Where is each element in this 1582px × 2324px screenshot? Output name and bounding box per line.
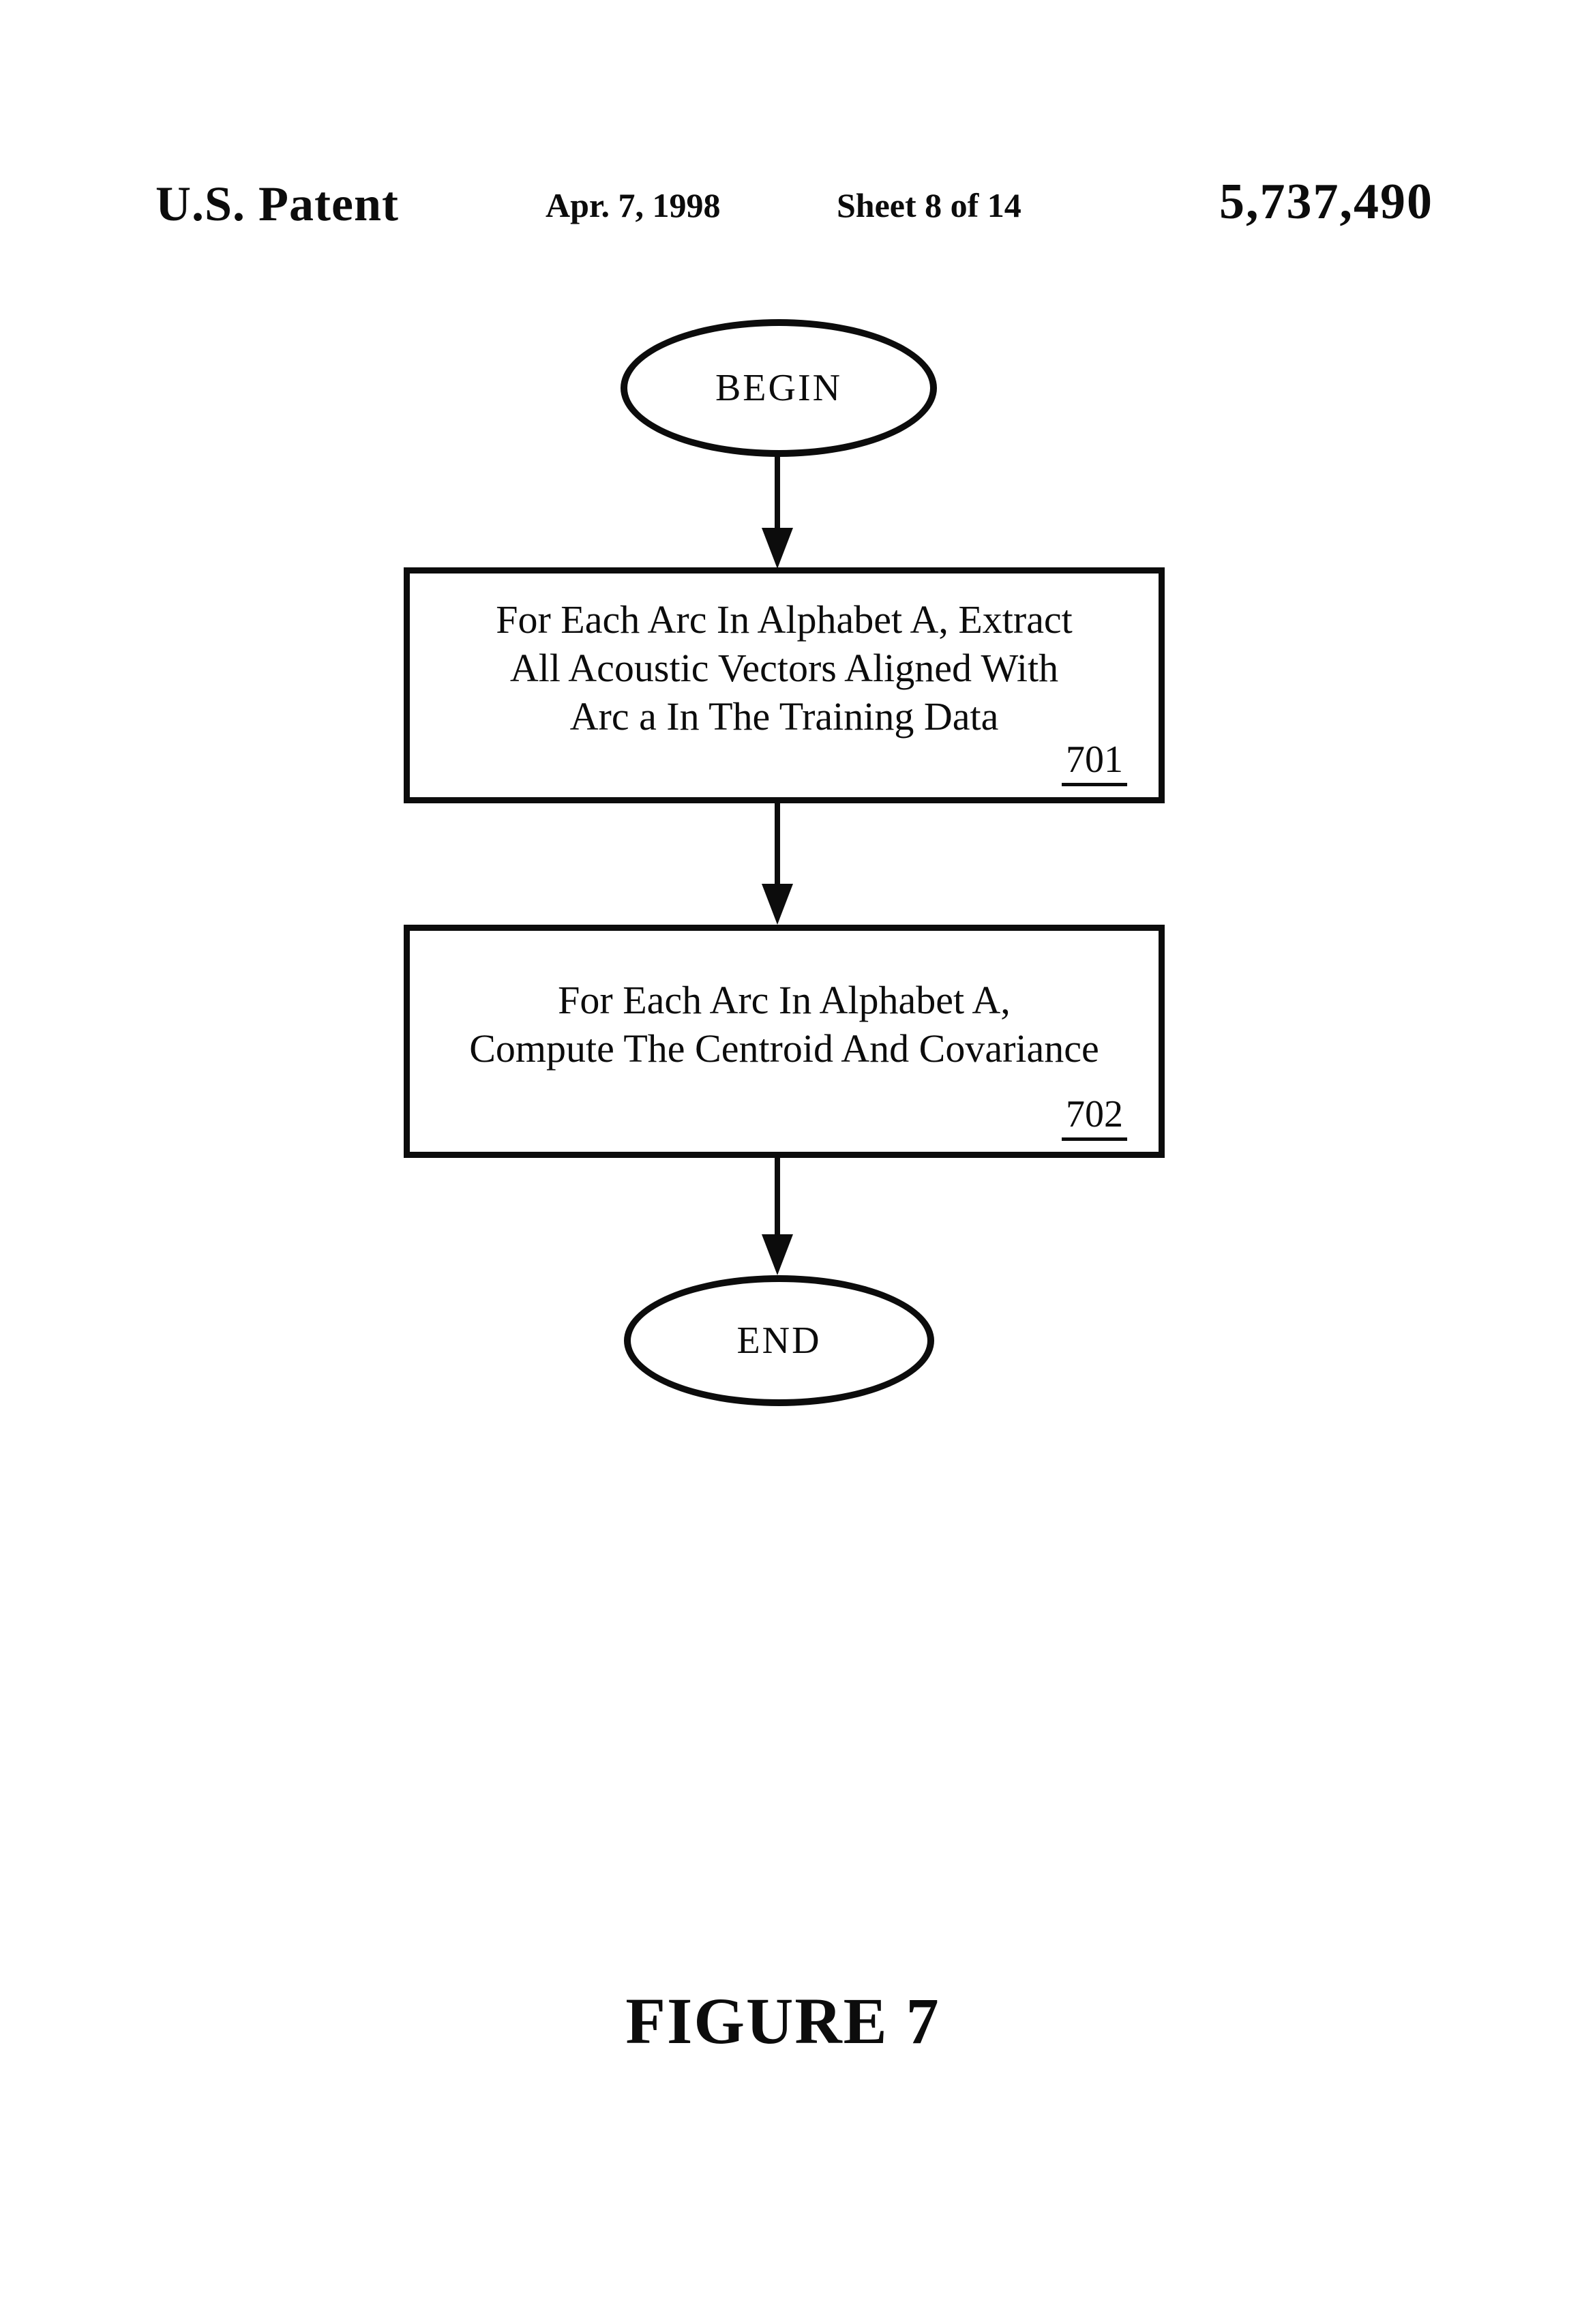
patent-header-date: Apr. 7, 1998 — [546, 186, 721, 224]
connector-line-701-to-702 — [775, 802, 780, 885]
flowchart-begin-node: BEGIN — [621, 319, 937, 457]
figure-caption: FIGURE 7 — [625, 1984, 940, 2057]
down-arrowhead-icon — [762, 1234, 793, 1275]
connector-line-702-to-end — [775, 1157, 780, 1236]
step-701-line-1: For Each Arc In Alphabet A, Extract — [496, 597, 1073, 642]
down-arrowhead-icon — [762, 884, 793, 925]
step-702-line-2: Compute The Centroid And Covariance — [469, 1026, 1099, 1071]
flowchart-end-node: END — [624, 1275, 934, 1406]
end-label: END — [736, 1320, 822, 1362]
step-701-reference-number: 701 — [1062, 741, 1127, 786]
step-701-line-2: All Acoustic Vectors Aligned With — [509, 646, 1059, 690]
down-arrowhead-icon — [762, 528, 793, 569]
patent-header-title: U.S. Patent — [155, 177, 399, 231]
step-702-reference-number: 702 — [1062, 1095, 1127, 1141]
patent-header-sheet: Sheet 8 of 14 — [837, 186, 1021, 224]
flowchart-step-701: For Each Arc In Alphabet A, Extract All … — [404, 567, 1165, 803]
patent-header-number: 5,737,490 — [1219, 174, 1433, 230]
step-702-line-1: For Each Arc In Alphabet A, — [558, 978, 1011, 1022]
connector-line-begin-to-701 — [775, 453, 780, 531]
step-701-line-3: Arc a In The Training Data — [569, 694, 999, 739]
begin-label: BEGIN — [715, 367, 843, 409]
flowchart-step-702: For Each Arc In Alphabet A, Compute The … — [404, 925, 1165, 1158]
